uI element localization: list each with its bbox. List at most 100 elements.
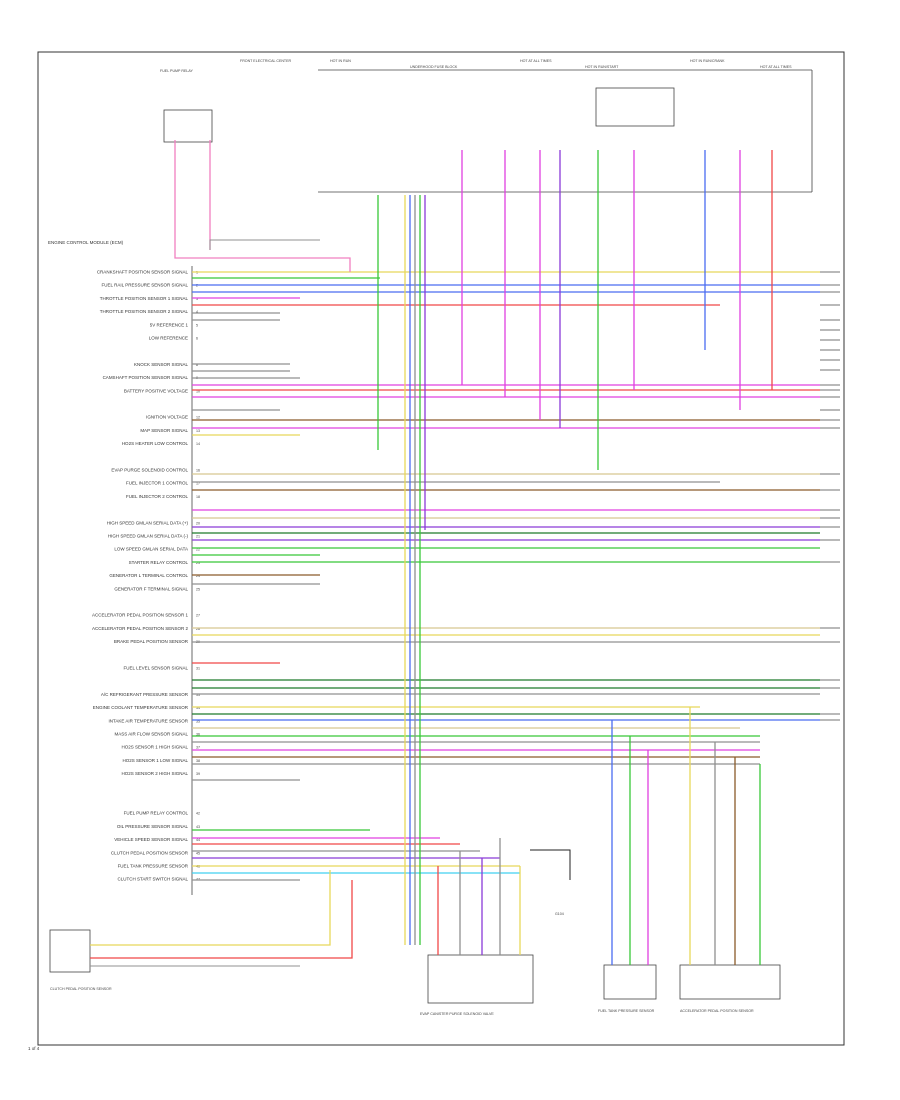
pin-label: CLUTCH PEDAL POSITION SENSOR <box>111 850 189 855</box>
clutch-sensor-box <box>49 929 91 973</box>
pin-number: 17 <box>196 482 200 486</box>
pin-label: 5V REFERENCE 1 <box>150 322 189 327</box>
pin-number: 12 <box>196 416 200 420</box>
relay-wire <box>174 250 351 272</box>
pin-label: ENGINE COOLANT TEMPERATURE SENSOR <box>93 705 189 710</box>
clutch-wire <box>90 880 353 959</box>
pin-label: LOW SPEED GMLAN SERIAL DATA <box>114 547 188 552</box>
pin-label: ACCELERATOR PEDAL POSITION SENSOR 2 <box>92 626 188 631</box>
accel-sensor-label: ACCELERATOR PEDAL POSITION SENSOR <box>680 1009 754 1013</box>
pin-number: 44 <box>196 838 200 842</box>
pin-number: 8 <box>196 363 198 367</box>
pin-number: 6 <box>196 337 198 341</box>
clutch-wire <box>90 870 331 946</box>
pin-label: CRANKSHAFT POSITION SENSOR SIGNAL <box>97 270 189 275</box>
pin-label: FUEL TANK PRESSURE SENSOR <box>118 864 189 869</box>
pin-label: BRAKE PEDAL POSITION SENSOR <box>114 639 189 644</box>
pin-label: CAMSHAFT POSITION SENSOR SIGNAL <box>103 375 189 380</box>
pin-number: 38 <box>196 759 200 763</box>
wires-layer: CRANKSHAFT POSITION SENSOR SIGNAL1FUEL R… <box>90 59 840 967</box>
pin-number: 24 <box>196 574 200 578</box>
pin-label: HO2S SENSOR 1 HIGH SIGNAL <box>121 745 188 750</box>
pin-label: FUEL RAIL PRESSURE SENSOR SIGNAL <box>102 283 189 288</box>
pin-number: 5 <box>196 323 198 327</box>
page-number: 1 of 4 <box>28 1046 40 1051</box>
pin-number: 3 <box>196 297 198 301</box>
pin-label: HO2S SENSOR 2 HIGH SIGNAL <box>121 771 188 776</box>
pin-number: 34 <box>196 706 200 710</box>
pin-label: MAP SENSOR SIGNAL <box>140 428 188 433</box>
pin-number: 42 <box>196 812 200 816</box>
pin-number: 39 <box>196 772 200 776</box>
pin-label: FUEL LEVEL SENSOR SIGNAL <box>124 666 189 671</box>
pin-label: KNOCK SENSOR SIGNAL <box>134 362 189 367</box>
fuse-block-label: HOT AT ALL TIMES <box>760 65 792 69</box>
pin-number: 13 <box>196 429 200 433</box>
pin-label: CLUTCH START SWITCH SIGNAL <box>117 877 188 882</box>
pin-label: IGNITION VOLTAGE <box>146 415 188 420</box>
pin-label: BATTERY POSITIVE VOLTAGE <box>124 388 188 393</box>
pin-label: FUEL PUMP RELAY CONTROL <box>124 811 189 816</box>
fuse-block-label: FRONT ELECTRICAL CENTER <box>240 59 292 63</box>
pcm-title: ENGINE CONTROL MODULE (ECM) <box>48 240 124 245</box>
ground-wire <box>530 849 571 880</box>
pin-number: 28 <box>196 627 200 631</box>
pin-number: 21 <box>196 535 200 539</box>
pin-number: 10 <box>196 389 200 393</box>
evap-solenoid-box <box>427 954 534 1004</box>
pin-number: 33 <box>196 693 200 697</box>
pin-label: HIGH SPEED GMLAN SERIAL DATA (-) <box>108 534 189 539</box>
pin-label: MASS AIR FLOW SENSOR SIGNAL <box>114 732 188 737</box>
evap-solenoid-label: EVAP CANISTER PURGE SOLENOID VALVE <box>420 1012 494 1016</box>
pin-label: HO2S SENSOR 1 LOW SIGNAL <box>122 758 188 763</box>
fuse-block-label: HOT IN RUN/START <box>585 65 619 69</box>
pin-label: FUEL INJECTOR 1 CONTROL <box>126 481 189 486</box>
pin-number: 31 <box>196 667 200 671</box>
pin-number: 20 <box>196 521 200 525</box>
pin-label: INTAKE AIR TEMPERATURE SENSOR <box>108 718 188 723</box>
pin-label: VEHICLE SPEED SENSOR SIGNAL <box>114 837 188 842</box>
pin-number: 43 <box>196 825 200 829</box>
pin-label: EVAP PURGE SOLENOID CONTROL <box>111 468 188 473</box>
pin-number: 35 <box>196 719 200 723</box>
pin-number: 16 <box>196 469 200 473</box>
pin-label: OIL PRESSURE SENSOR SIGNAL <box>117 824 189 829</box>
pin-number: 23 <box>196 561 200 565</box>
pin-number: 4 <box>196 310 198 314</box>
pin-number: 2 <box>196 284 198 288</box>
pin-label: HO2S HEATER LOW CONTROL <box>122 441 189 446</box>
pin-number: 27 <box>196 614 200 618</box>
fuse-block-label: HOT AT ALL TIMES <box>520 59 552 63</box>
pin-label: A/C REFRIGERANT PRESSURE SENSOR <box>101 692 189 697</box>
diagram-frame <box>37 51 845 1046</box>
pin-number: 36 <box>196 733 200 737</box>
pin-number: 18 <box>196 495 200 499</box>
pin-number: 25 <box>196 587 200 591</box>
pin-label: FUEL INJECTOR 2 CONTROL <box>126 494 189 499</box>
pin-label: LOW REFERENCE <box>149 336 188 341</box>
pin-label: GENERATOR F TERMINAL SIGNAL <box>114 586 188 591</box>
pin-number: 45 <box>196 851 200 855</box>
fuel-pump-relay-box <box>163 109 213 143</box>
pin-number: 37 <box>196 746 200 750</box>
clutch-sensor-label: CLUTCH PEDAL POSITION SENSOR <box>50 987 112 991</box>
fuse-block-label: HOT IN RUN <box>330 59 351 63</box>
relay-box <box>595 87 675 127</box>
pin-label: ACCELERATOR PEDAL POSITION SENSOR 1 <box>92 613 188 618</box>
pin-label: GENERATOR L TERMINAL CONTROL <box>109 573 188 578</box>
accel-sensor-box <box>679 964 781 1000</box>
fuse-block-label: HOT IN RUN/CRANK <box>690 59 725 63</box>
pin-label: THROTTLE POSITION SENSOR 1 SIGNAL <box>100 296 189 301</box>
fuel-tank-sensor-label: FUEL TANK PRESSURE SENSOR <box>598 1009 655 1013</box>
fuse-block-label: UNDERHOOD FUSE BLOCK <box>410 65 458 69</box>
pin-number: 14 <box>196 442 200 446</box>
pin-number: 22 <box>196 548 200 552</box>
pin-label: HIGH SPEED GMLAN SERIAL DATA (+) <box>107 520 189 525</box>
fuel-pump-relay-label: FUEL PUMP RELAY <box>160 69 193 73</box>
pin-label: THROTTLE POSITION SENSOR 2 SIGNAL <box>100 309 189 314</box>
pin-label: STARTER RELAY CONTROL <box>129 560 189 565</box>
ground-label: G104 <box>555 912 564 916</box>
relay-wire <box>209 239 320 250</box>
